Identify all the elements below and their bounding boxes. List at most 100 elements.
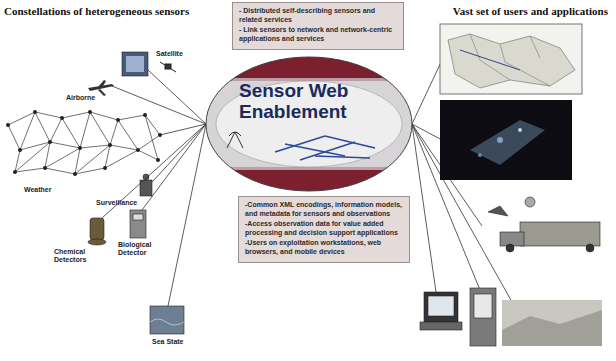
laptop-image [428, 296, 454, 316]
bullet-text: - Link sensors to network and network-ce… [239, 26, 397, 43]
satellite-imagery [497, 137, 503, 143]
ellipse-shape [275, 136, 325, 152]
biological-detector-icon [130, 210, 146, 238]
satellite-imagery [518, 128, 522, 132]
sensor-wire [148, 70, 206, 124]
satellite-symbol [165, 64, 171, 69]
satellite-imagery [478, 153, 482, 157]
weather-station [18, 148, 22, 152]
satellite-symbol [160, 62, 176, 72]
weather-mesh [118, 120, 138, 150]
weather-mesh [8, 112, 160, 174]
section-heading: Vast set of users and applications [453, 5, 608, 18]
vehicle-image [525, 197, 535, 207]
ellipse-shape [285, 144, 345, 156]
sensor-label: Airborne [66, 94, 106, 102]
weather-station [60, 116, 64, 120]
weather-station [43, 166, 47, 170]
ellipse-shape [216, 81, 402, 167]
sensor-wire [168, 124, 206, 306]
weather-station [156, 158, 160, 162]
weather-mesh [75, 145, 110, 174]
sensor-wire [112, 86, 206, 124]
callout-box: - Distributed self-describing sensors an… [232, 2, 404, 50]
chemical-detector-icon [88, 239, 106, 245]
map-image [448, 34, 575, 88]
satellite-imagery [470, 120, 545, 165]
laptop-image [424, 292, 458, 322]
weather-mesh [15, 168, 105, 174]
ellipse-shape [205, 56, 413, 192]
sensor-label: Chemical Detectors [54, 248, 90, 264]
surveillance-icon [143, 174, 149, 180]
weather-mesh [50, 118, 62, 142]
weather-station [78, 146, 82, 150]
sensor-label: Surveillance [96, 199, 140, 207]
sea-state-icon [150, 319, 184, 325]
satellite-icon [122, 52, 148, 76]
weather-station [103, 166, 107, 170]
sensor-label: Biological Detector [118, 241, 158, 257]
ellipse-shape [205, 56, 413, 192]
weather-mesh [105, 150, 138, 168]
weather-mesh [20, 142, 158, 160]
weather-station [88, 110, 92, 114]
sensor-label: Sea State [152, 338, 202, 346]
airborne-icon [98, 89, 106, 96]
application-wire [412, 60, 512, 302]
airborne-icon [98, 80, 106, 88]
satellite-imagery [440, 100, 572, 180]
satellite-icon [122, 52, 148, 76]
vehicle-image [506, 244, 514, 252]
weather-mesh [138, 135, 160, 150]
sensor-wire [142, 124, 206, 210]
map-image [460, 50, 520, 70]
map-image [440, 24, 582, 94]
bullet-text: - Distributed self-describing sensors an… [239, 7, 397, 24]
weather-station [108, 143, 112, 147]
vehicle-image [520, 222, 600, 246]
weather-station [6, 110, 162, 176]
vehicle-image [488, 197, 600, 252]
weather-station [13, 170, 17, 174]
bullet-text: -Access observation data for value added… [245, 220, 403, 237]
ellipse-shape [315, 156, 370, 158]
sea-state-icon [150, 306, 184, 334]
surveillance-icon [140, 174, 152, 196]
weather-station [48, 140, 52, 144]
weather-mesh [35, 112, 50, 142]
bullet-text: -Users on exploitation workstations, web… [245, 239, 403, 256]
weather-station [136, 148, 140, 152]
ellipse-shape [205, 170, 413, 192]
vehicle-image [586, 244, 594, 252]
laptop-image [420, 292, 462, 330]
ellipse-shape [206, 57, 412, 191]
weather-station [73, 172, 77, 176]
section-heading: Constellations of heterogeneous sensors [4, 5, 189, 18]
pda-image [470, 288, 496, 346]
weather-mesh [80, 112, 90, 148]
title-text: Sensor Web Enablement [239, 80, 385, 122]
weather-station [143, 113, 147, 117]
weather-mesh [110, 120, 118, 145]
biological-detector-icon [130, 210, 146, 238]
satellite-icon [126, 56, 144, 72]
weather-mesh [20, 112, 35, 150]
map-image [440, 24, 582, 94]
ellipse-shape [325, 136, 375, 148]
application-wire [412, 60, 442, 124]
map-image [470, 34, 550, 86]
laptop-image [420, 322, 462, 330]
ellipse-shape [205, 167, 413, 170]
weather-mesh [8, 125, 20, 150]
ellipse-shape [205, 56, 413, 78]
weather-mesh [15, 142, 50, 172]
weather-mesh [45, 148, 80, 168]
terrain-photo [502, 310, 602, 346]
weather-station [6, 123, 10, 127]
callout-box: -Common XML encodings, information model… [238, 196, 410, 263]
airborne-icon [88, 80, 114, 96]
chemical-detector-icon [90, 218, 104, 240]
biological-detector-icon [133, 214, 143, 220]
